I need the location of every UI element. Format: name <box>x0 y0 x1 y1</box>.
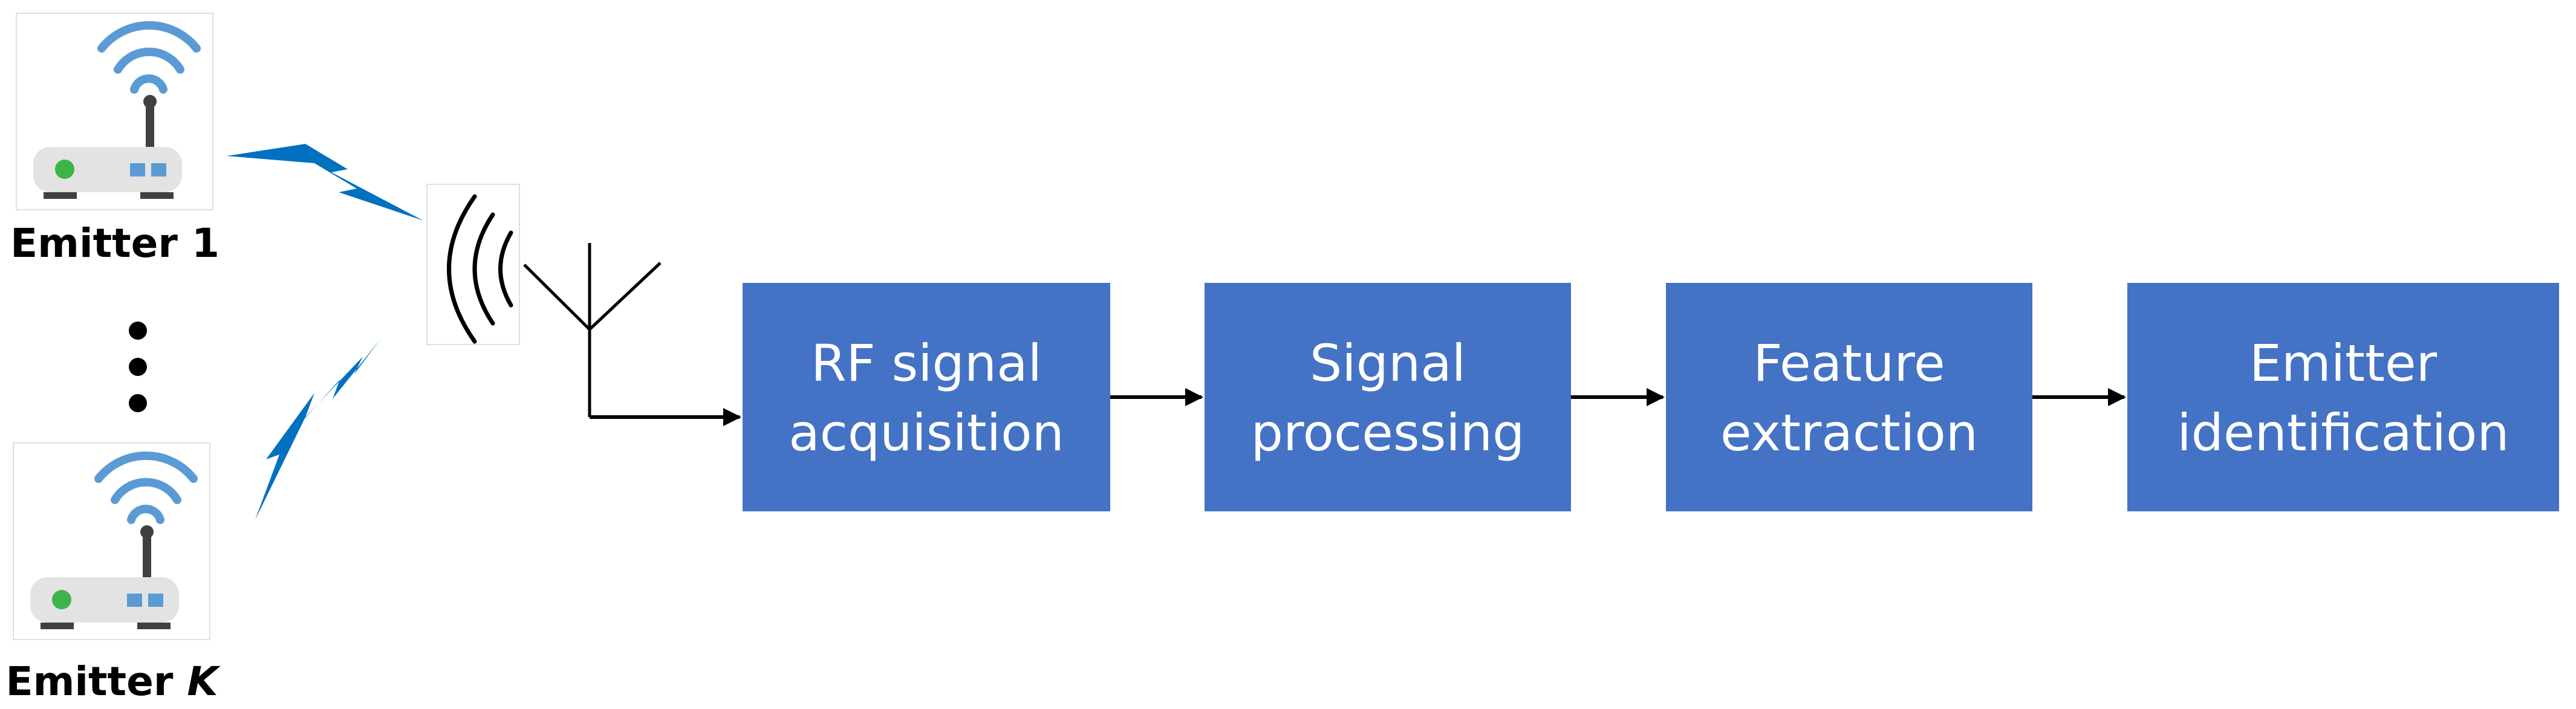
antenna-icon <box>523 243 662 417</box>
block-feature-extraction: Feature extraction <box>1666 283 2032 511</box>
status-led-icon <box>55 160 74 179</box>
lightning-bolt-icon <box>227 144 423 221</box>
block-rf-signal-acquisition: RF signal acquisition <box>743 283 1110 511</box>
emitter-1-router-icon <box>16 13 213 210</box>
status-led-icon <box>52 590 71 609</box>
block-title-line1: Feature <box>1753 334 1945 393</box>
block-title-line2: processing <box>1251 403 1525 462</box>
signal-waves-icon <box>447 194 513 344</box>
block-title-line1: Emitter <box>2249 334 2438 393</box>
block-title-line1: Signal <box>1310 334 1466 393</box>
vertical-ellipsis-icon <box>129 322 147 412</box>
lightning-bolt-icon <box>255 338 381 520</box>
emitter-k-label: Emitter K <box>5 658 221 705</box>
emitter-k-router-icon <box>13 442 210 640</box>
wifi-icon <box>97 21 201 94</box>
block-title-line2: acquisition <box>789 403 1064 462</box>
receiver-antenna-icon <box>426 184 662 417</box>
wifi-icon <box>94 451 198 524</box>
block-emitter-identification: Emitter identification <box>2127 283 2559 511</box>
block-title-line1: RF signal <box>811 334 1042 393</box>
block-title-line2: extraction <box>1720 403 1978 462</box>
block-signal-processing: Signal processing <box>1205 283 1571 511</box>
block-title-line2: identification <box>2177 403 2509 462</box>
emitter-1-label: Emitter 1 <box>10 220 220 267</box>
